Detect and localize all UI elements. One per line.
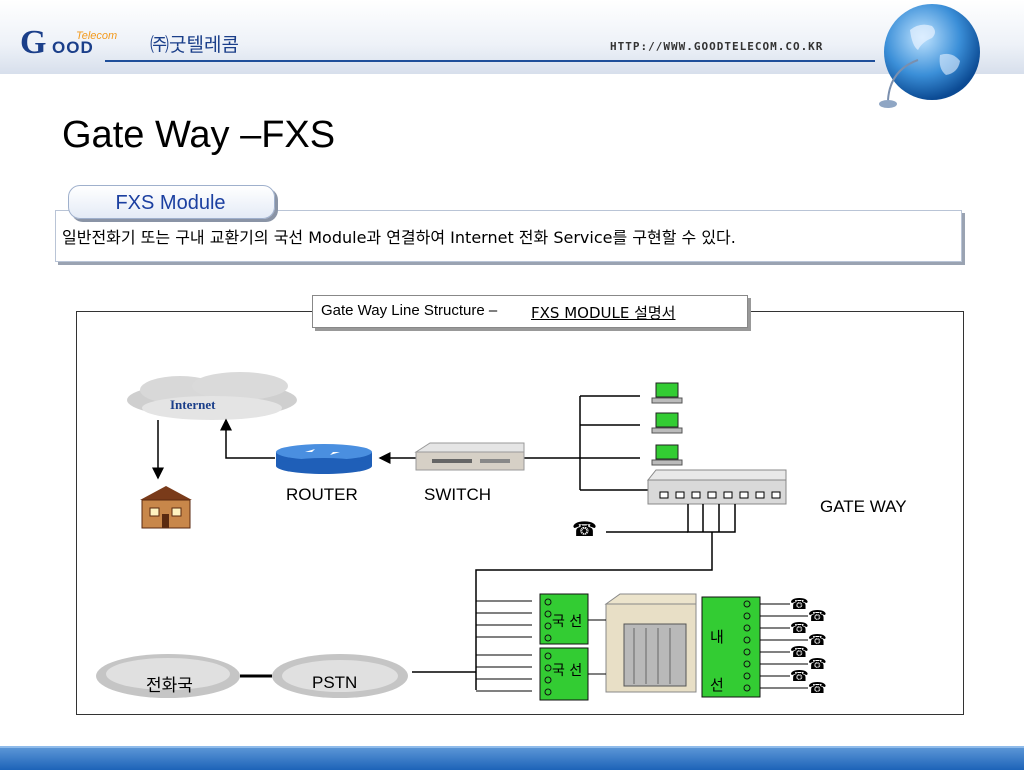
gateway-icon — [646, 469, 787, 505]
telephone-icon: ☎ — [790, 619, 809, 637]
module-description: 일반전화기 또는 구내 교환기의 국선 Module과 연결하여 Interne… — [62, 228, 736, 247]
telephone-icon: ☎ — [808, 655, 827, 673]
extension-module — [701, 596, 761, 698]
telephone-icon: ☎ — [808, 607, 827, 625]
telco-label: 전화국 — [146, 676, 193, 695]
trunk-label-2: 국 선 — [552, 663, 583, 679]
switch-label: SWITCH — [424, 485, 492, 504]
gateway-label: GATE WAY — [820, 497, 907, 516]
pstn-cloud-icon — [272, 654, 408, 698]
pbx-cabinet-icon — [588, 593, 697, 693]
pc-icon — [651, 444, 683, 466]
telco-cloud-icon — [96, 654, 240, 698]
company-name: ㈜굿텔레콤 — [150, 34, 239, 56]
logo-telecom: Telecom — [76, 30, 118, 42]
trunk-label-1: 국 선 — [552, 614, 583, 630]
extension-label-bottom: 선 — [710, 676, 724, 694]
diagram-caption-box — [312, 295, 748, 328]
diagram-caption-emphasis: FXS MODULE 설명서 — [531, 304, 676, 322]
pc-icon — [651, 412, 683, 434]
footer-bar — [0, 746, 1024, 770]
telephone-icon: ☎ — [790, 643, 809, 661]
switch-icon — [414, 442, 525, 471]
logo-letters-ood: OOD — [52, 38, 94, 57]
extension-label-top: 내 — [710, 628, 724, 646]
header-rule — [105, 60, 875, 62]
pc-icon — [651, 382, 683, 404]
pstn-label: PSTN — [312, 673, 358, 692]
telephone-icon: ☎ — [790, 595, 809, 613]
logo-letter-g: G — [20, 24, 47, 61]
telephone-icon: ☎ — [808, 631, 827, 649]
page-title: Gate Way –FXS — [62, 114, 336, 156]
module-tab-label: FXS Module — [115, 192, 226, 214]
house-icon — [140, 486, 192, 529]
router-to-internet-line — [220, 418, 275, 459]
globe-icon — [879, 4, 980, 108]
trunk-module — [539, 647, 589, 701]
trunk-module — [539, 593, 589, 645]
router-label: ROUTER — [286, 485, 358, 504]
telephone-icon: ☎ — [572, 517, 597, 541]
telephone-icon: ☎ — [790, 667, 809, 685]
internet-cloud-icon — [127, 372, 297, 420]
telephone-icon: ☎ — [808, 679, 827, 697]
company-url[interactable]: HTTP://WWW.GOODTELECOM.CO.KR — [610, 40, 824, 53]
module-tab — [68, 185, 275, 219]
diagram-caption: Gate Way Line Structure – — [321, 302, 498, 319]
router-icon — [276, 444, 372, 474]
internet-label: Internet — [170, 397, 216, 412]
